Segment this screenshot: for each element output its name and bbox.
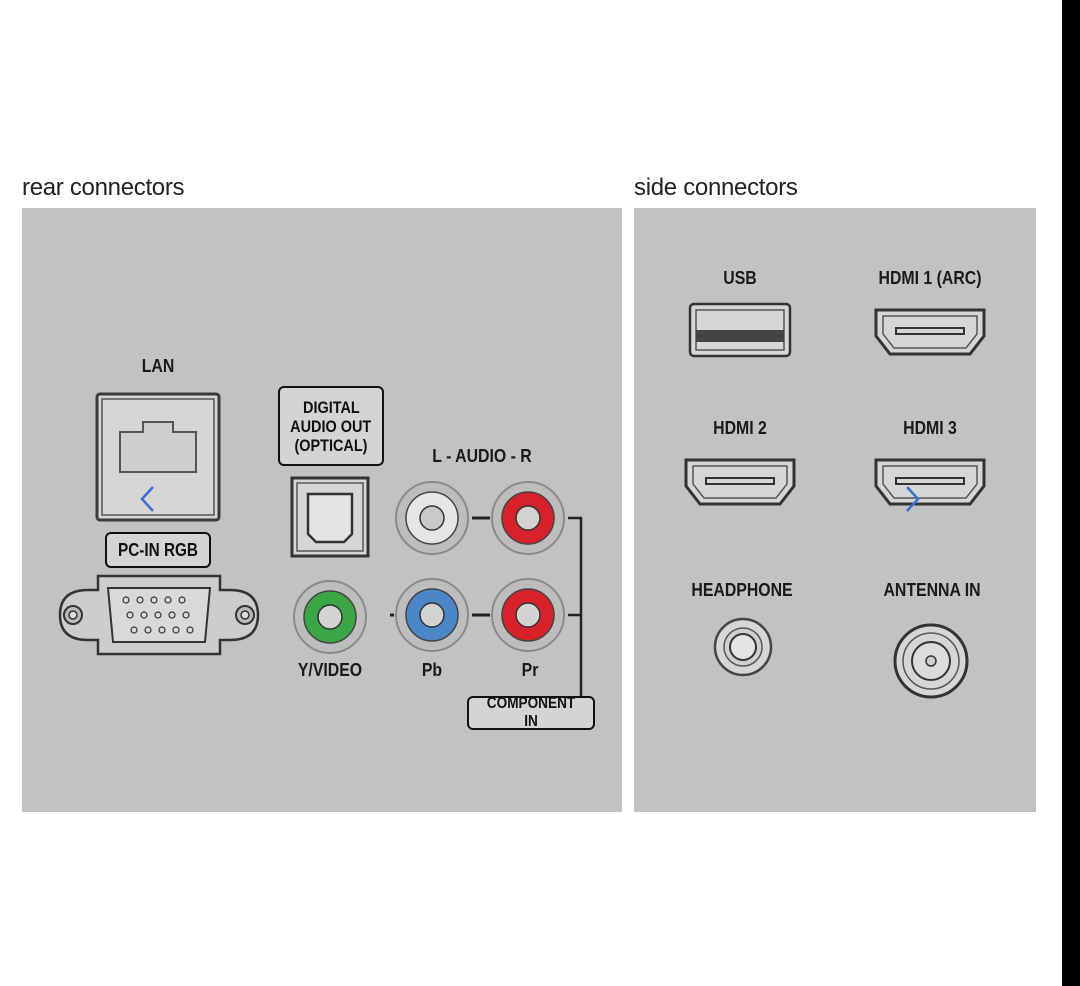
audio-lr-label: L - AUDIO - R <box>432 446 532 466</box>
hdmi-1-arc-label: HDMI 1 (ARC) <box>878 268 982 288</box>
pr-label: Pr <box>521 660 539 680</box>
antenna-in-label: ANTENNA IN <box>883 580 981 600</box>
y-video-label: Y/VIDEO <box>297 660 363 680</box>
lan-port-icon <box>95 392 221 522</box>
headphone-label: HEADPHONE <box>691 580 793 600</box>
rear-connectors-title: rear connectors <box>22 174 185 201</box>
hdmi-2-port-icon <box>684 458 796 506</box>
component-in-label: COMPONENT IN <box>467 695 595 730</box>
hdmi-1-port-icon <box>874 308 986 356</box>
headphone-jack-icon <box>713 617 773 677</box>
vga-port-icon <box>58 574 260 656</box>
right-edge-bar <box>1062 0 1080 986</box>
side-connectors-title: side connectors <box>634 174 798 201</box>
hdmi-3-port-icon <box>874 458 986 506</box>
chevron-left-icon[interactable] <box>138 484 158 514</box>
side-panel <box>634 208 1036 812</box>
digital-audio-out-label: DIGITAL AUDIO OUT (OPTICAL) <box>278 386 384 466</box>
pb-label: Pb <box>421 660 443 680</box>
usb-port-icon <box>688 302 792 358</box>
usb-label: USB <box>723 268 757 288</box>
antenna-coax-icon <box>893 623 969 699</box>
rca-jacks-icon <box>390 481 583 696</box>
hdmi-3-label: HDMI 3 <box>903 418 957 438</box>
lan-label: LAN <box>141 356 175 376</box>
y-video-jack-icon <box>293 580 367 654</box>
pc-in-rgb-label: PC-IN RGB <box>105 532 211 568</box>
optical-port-icon <box>290 476 370 558</box>
hdmi-2-label: HDMI 2 <box>713 418 767 438</box>
chevron-right-icon[interactable] <box>902 484 922 514</box>
